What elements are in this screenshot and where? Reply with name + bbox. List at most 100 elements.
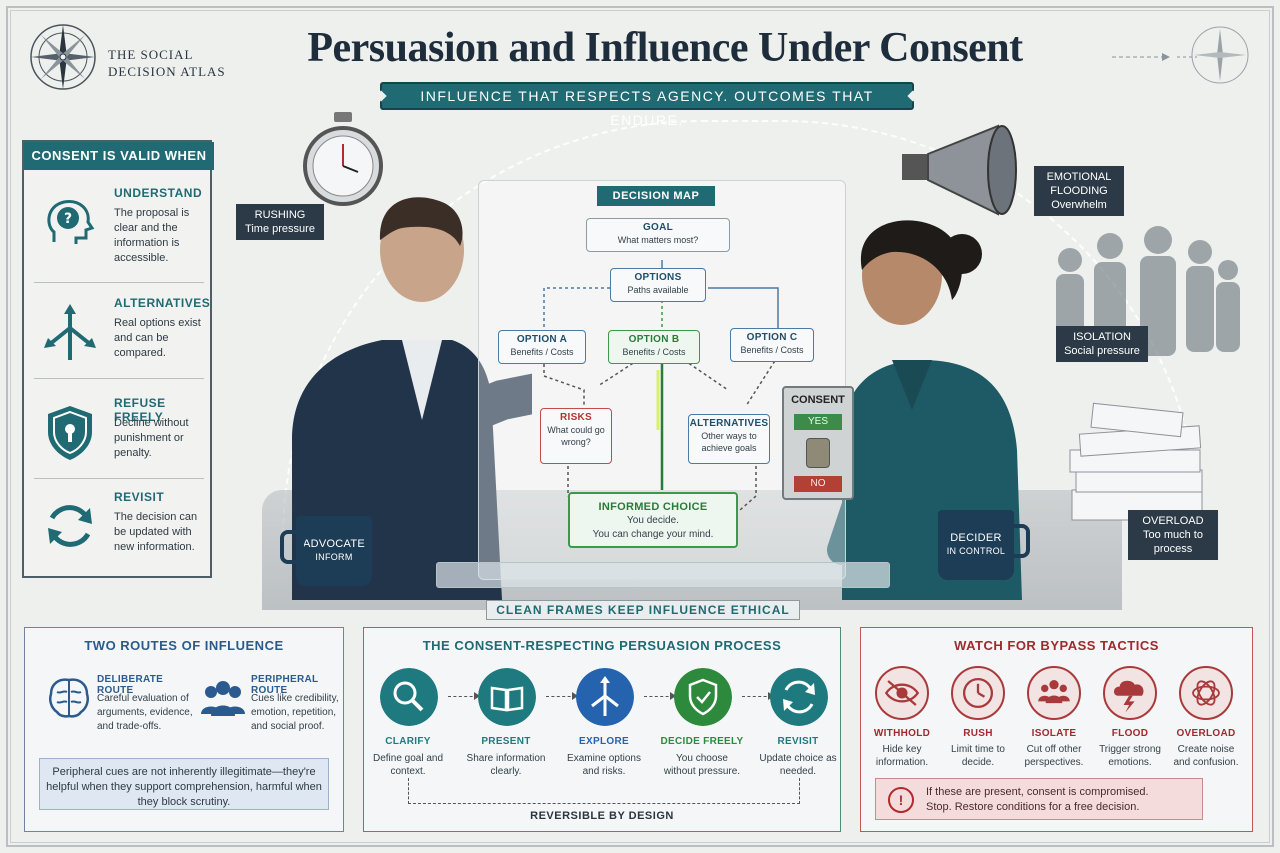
step-arrow xyxy=(644,692,676,700)
shield-check-icon xyxy=(674,668,732,726)
tactic-rush: RUSH Limit time to decide. xyxy=(941,666,1015,776)
step-clarify: CLARIFY Define goal and context. xyxy=(366,668,450,798)
clock-icon xyxy=(951,666,1005,720)
warning-line-1: If these are present, consent is comprom… xyxy=(926,786,1149,798)
step-heading: REVISIT xyxy=(777,736,819,747)
tactic-heading: OVERLOAD xyxy=(1176,728,1236,739)
isolated-people-icon xyxy=(1027,666,1081,720)
node-informed-choice: INFORMED CHOICE You decide. You can chan… xyxy=(568,492,738,548)
bypass-title: WATCH FOR BYPASS TACTICS xyxy=(954,638,1159,653)
divider xyxy=(34,378,204,379)
tag-title: OVERLOAD xyxy=(1142,515,1204,527)
advocate-mug: ADVOCATE INFORM xyxy=(280,516,372,586)
bypass-panel: WATCH FOR BYPASS TACTICS WITHHOLD Hide k… xyxy=(860,627,1253,832)
switch-knob-icon[interactable] xyxy=(806,438,830,468)
tag-sub: Time pressure xyxy=(245,223,315,235)
node-sub: Other ways to achieve goals xyxy=(701,431,757,453)
node-title: OPTION B xyxy=(628,334,680,345)
node-sub: What matters most? xyxy=(617,235,699,245)
consent-item-revisit: REVISIT The decision can be updated with… xyxy=(24,482,214,582)
conversation-scene: DECISION MAP GOAL What matters most? OPT… xyxy=(222,110,1262,620)
decision-board-base xyxy=(436,562,890,588)
refresh-cycle-icon xyxy=(48,505,92,547)
tangle-icon xyxy=(1179,666,1233,720)
tactic-heading: RUSH xyxy=(963,728,993,739)
refresh-cycle-icon xyxy=(770,668,828,726)
mug-line-2: INFORM xyxy=(315,552,353,562)
step-heading: CLARIFY xyxy=(385,736,431,747)
node-title: INFORMED CHOICE xyxy=(598,501,708,513)
mug-line-1: DECIDER xyxy=(950,532,1002,544)
routes-title: TWO ROUTES OF INFLUENCE xyxy=(84,638,284,653)
route-text: Cues like credibility, emotion, repetiti… xyxy=(251,693,339,732)
divider xyxy=(34,478,204,479)
route-heading: PERIPHERAL ROUTE xyxy=(251,674,319,696)
warning-line-2: Stop. Restore conditions for a free deci… xyxy=(926,801,1140,813)
step-arrow xyxy=(546,692,578,700)
consent-switch-label: CONSENT xyxy=(791,394,845,406)
consent-yes[interactable]: YES xyxy=(794,414,842,430)
step-text: Share information clearly. xyxy=(466,753,546,777)
node-alternatives: ALTERNATIVES Other ways to achieve goals xyxy=(688,414,770,464)
node-title: OPTIONS xyxy=(634,272,682,283)
brain-icon xyxy=(49,678,89,718)
node-sub: Paths available xyxy=(627,285,689,295)
node-sub: Benefits / Costs xyxy=(740,345,804,355)
consent-item-alternatives: ALTERNATIVES Real options exist and can … xyxy=(24,288,214,388)
consent-item-text: The decision can be updated with new inf… xyxy=(114,511,198,553)
open-book-icon xyxy=(478,668,536,726)
consent-item-text: The proposal is clear and the informatio… xyxy=(114,207,190,264)
tactic-text: Hide key information. xyxy=(875,744,929,768)
divider xyxy=(34,282,204,283)
tag-isolation: ISOLATION Social pressure xyxy=(1056,326,1148,362)
route-text: Careful evaluation of arguments, evidenc… xyxy=(97,693,193,732)
process-title: THE CONSENT-RESPECTING PERSUASION PROCES… xyxy=(422,638,782,653)
warning-icon: ! xyxy=(888,787,914,813)
eye-slash-icon xyxy=(875,666,929,720)
consent-panel: CONSENT IS VALID WHEN ? UNDERSTAND The p… xyxy=(22,140,214,578)
node-option-b: OPTION B Benefits / Costs xyxy=(608,330,700,364)
consent-panel-title: CONSENT IS VALID WHEN xyxy=(24,142,214,170)
tag-title: ISOLATION xyxy=(1073,331,1131,343)
decision-map-label: DECISION MAP xyxy=(597,186,715,206)
step-revisit: REVISIT Update choice as needed. xyxy=(756,668,840,798)
compass-rose-icon xyxy=(30,24,96,90)
step-heading: DECIDE FREELY xyxy=(660,736,744,747)
step-text: You choose without pressure. xyxy=(663,753,741,777)
node-title: OPTION C xyxy=(746,332,798,343)
reversible-loop-arrow xyxy=(408,778,800,804)
clean-frames-banner: CLEAN FRAMES KEEP INFLUENCE ETHICAL xyxy=(486,600,800,620)
tactic-overload: OVERLOAD Create noise and confusion. xyxy=(1169,666,1243,776)
consent-no[interactable]: NO xyxy=(794,476,842,492)
consent-item-text: Decline without punishment or penalty. xyxy=(114,417,189,459)
tactic-isolate: ISOLATE Cut off other perspectives. xyxy=(1017,666,1091,776)
svg-text:?: ? xyxy=(64,211,72,227)
tag-title: RUSHING xyxy=(254,209,306,221)
tactic-withhold: WITHHOLD Hide key information. xyxy=(865,666,939,776)
step-present: PRESENT Share information clearly. xyxy=(464,668,548,798)
tactic-heading: WITHHOLD xyxy=(873,728,931,739)
consent-item-text: Real options exist and can be compared. xyxy=(114,317,201,359)
outer-frame xyxy=(6,6,1274,847)
node-options: OPTIONS Paths available xyxy=(610,268,706,302)
tactic-heading: ISOLATE xyxy=(1031,728,1077,739)
consent-item-understand: ? UNDERSTAND The proposal is clear and t… xyxy=(24,178,214,278)
decider-mug: DECIDER IN CONTROL xyxy=(938,510,1030,580)
consent-item-heading: ALTERNATIVES xyxy=(114,296,211,310)
bypass-warning: ! If these are present, consent is compr… xyxy=(875,778,1203,820)
step-text: Update choice as needed. xyxy=(759,753,837,777)
node-title: OPTION A xyxy=(516,334,568,345)
head-question-icon: ? xyxy=(47,200,95,244)
tactic-text: Create noise and confusion. xyxy=(1173,744,1239,768)
consent-switch[interactable]: CONSENT YES NO xyxy=(782,386,854,500)
node-risks: RISKS What could go wrong? xyxy=(540,408,612,464)
node-title: ALTERNATIVES xyxy=(689,418,769,429)
tag-emotional-flooding: EMOTIONAL FLOODING Overwhelm xyxy=(1034,166,1124,216)
routes-panel: TWO ROUTES OF INFLUENCE DELIBERATE ROUTE… xyxy=(24,627,344,832)
stopwatch-icon xyxy=(303,112,383,206)
node-option-a: OPTION A Benefits / Costs xyxy=(498,330,586,364)
people-group-icon xyxy=(201,681,245,716)
branching-arrows-icon xyxy=(576,668,634,726)
node-sub: What could go wrong? xyxy=(547,425,605,447)
node-title: RISKS xyxy=(559,412,593,423)
